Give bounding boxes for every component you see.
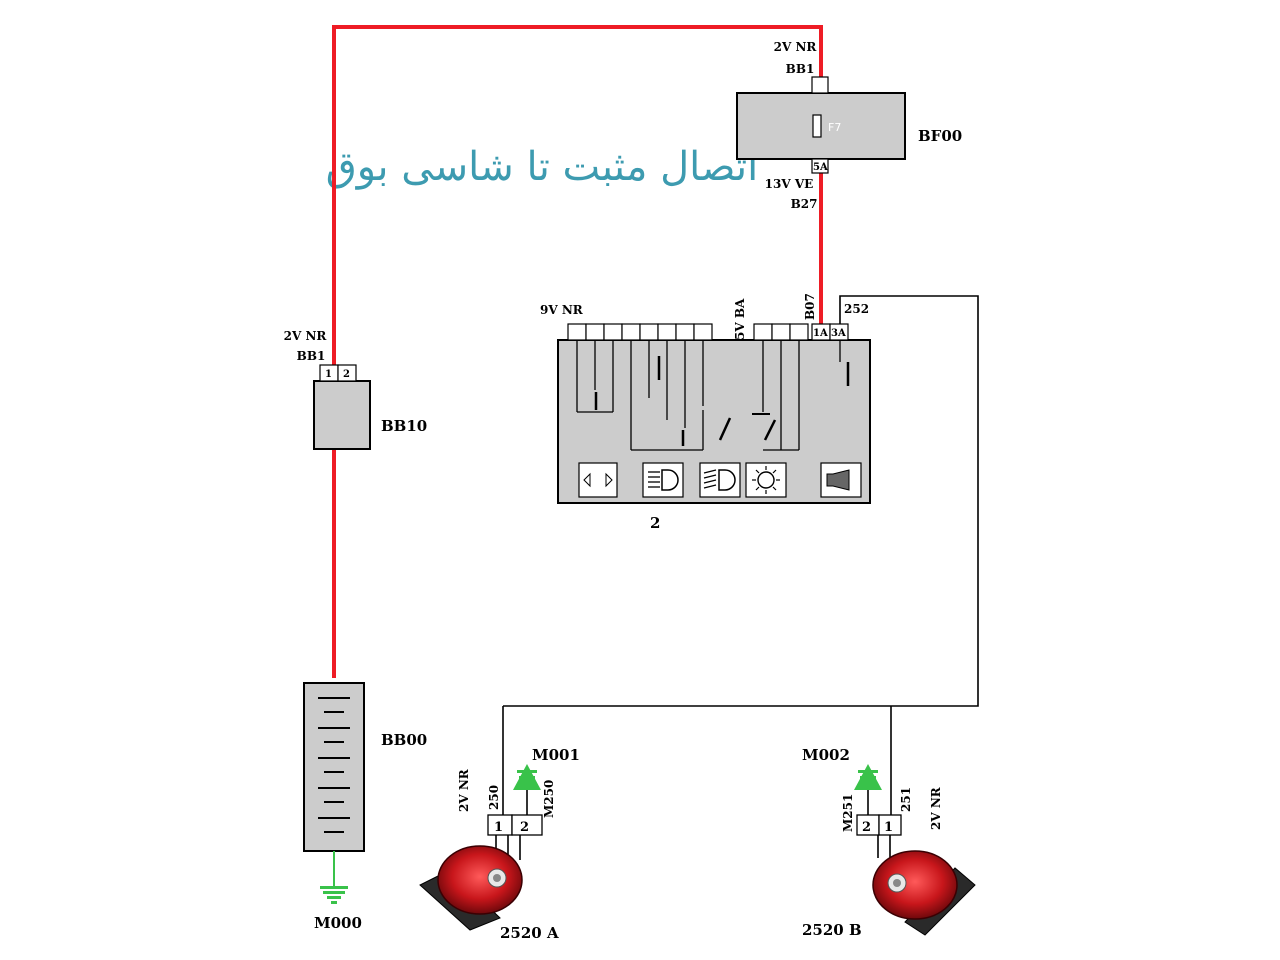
- horn-b-connector: 2V NR: [929, 786, 943, 830]
- fuse-f7-symbol: [812, 114, 822, 138]
- fusebox-bottom-connector: 13V VE: [765, 177, 814, 191]
- horn-a-wire-250: 250: [487, 785, 501, 810]
- pin-3a: 3A: [831, 328, 846, 339]
- fuse-label: F7: [828, 121, 841, 134]
- bb10-pin2: 2: [343, 369, 350, 380]
- horn-2520a: 1 2 2V NR 250 M250 M001 2520 A: [419, 746, 580, 942]
- fusebox-top-terminal: [811, 76, 829, 94]
- horn-a-wire-m250: M250: [542, 780, 556, 818]
- horn-a-pin1: 1: [494, 820, 503, 835]
- horn-b-body-icon: [872, 850, 976, 936]
- horn-b-pin2: 2: [862, 820, 871, 835]
- switch-label: 2: [650, 514, 660, 532]
- fusebox-top-connector: 2V NR: [774, 40, 818, 54]
- fusebox-bottom-connector-id: B27: [791, 197, 818, 211]
- horn-icon: [820, 462, 862, 498]
- connector-9v-nr: [567, 323, 713, 341]
- battery-fuse-bb10: 1 2 2V NR BB1 BB10: [284, 329, 427, 450]
- horn-b-wire-m251: M251: [841, 794, 855, 832]
- horn-b-wire-251: 251: [899, 787, 913, 812]
- bb10-connector: 2V NR: [284, 329, 328, 343]
- sidelight-icon: [745, 462, 787, 498]
- diagram-title: اتصال مثبت تا شاسی بوق: [326, 144, 759, 190]
- battery-bb00: M000 BB00: [303, 682, 427, 932]
- battery-cells-icon: [318, 697, 350, 833]
- horn-a-body-icon: [419, 845, 523, 931]
- connector-b07: [811, 323, 849, 341]
- horn-a-label: 2520 A: [500, 924, 559, 942]
- horn-a-pin2: 2: [520, 820, 529, 835]
- fusebox-pin-5a: 5A: [813, 162, 828, 173]
- fog-light-icon: [699, 462, 741, 498]
- switch-internals: [576, 340, 850, 451]
- connector-5v-ba-label: 5V BA: [733, 298, 747, 340]
- ground-m001-label: M001: [532, 746, 580, 764]
- connector-9v-nr-label: 9V NR: [540, 303, 584, 317]
- ground-m002-label: M002: [802, 746, 850, 764]
- fusebox-top-connector-id: BB1: [786, 62, 815, 76]
- fusebox-bf00: F7 5A 2V NR BB1 13V VE B27 BF00: [736, 40, 962, 211]
- connector-b07-label: B07: [803, 293, 817, 320]
- bb10-connector-id: BB1: [297, 349, 326, 363]
- fusebox-label: BF00: [918, 127, 962, 145]
- connector-5v-ba: [753, 323, 809, 341]
- horn-b-pin1: 1: [884, 820, 893, 835]
- ground-m000-icon: [320, 886, 348, 904]
- horn-b-label: 2520 B: [802, 921, 862, 939]
- ground-m000-label: M000: [314, 914, 362, 932]
- low-beam-icon: [642, 462, 684, 498]
- light-horn-switch: 1A 3A 9V NR 5V BA B07 252 2: [540, 293, 871, 532]
- horn-a-connector: 2V NR: [457, 768, 471, 812]
- wire-252-label: 252: [844, 302, 869, 316]
- horn-feed-wiring: [495, 295, 979, 860]
- pin-1a: 1A: [813, 328, 828, 339]
- battery-label: BB00: [381, 731, 427, 749]
- fusebox-bottom-terminal: [811, 158, 829, 174]
- turn-signal-icon: [578, 462, 618, 498]
- bb10-label: BB10: [381, 417, 427, 435]
- bb10-pin1: 1: [325, 369, 332, 380]
- horn-2520b: 2 1 M251 251 2V NR M002 2520 B: [802, 746, 976, 939]
